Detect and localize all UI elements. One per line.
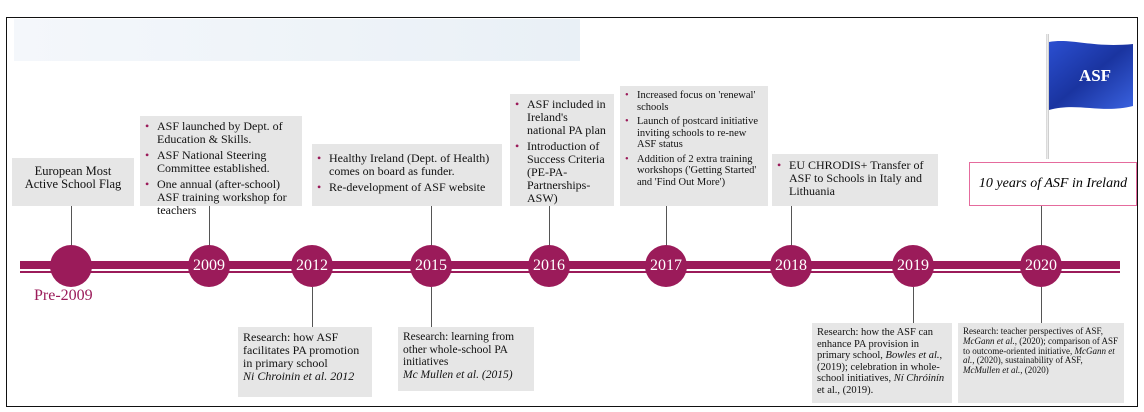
research-2020-c1: McGann et al. — [963, 335, 1015, 346]
research-2012-citation: Ni Chroinin et al. 2012 — [243, 369, 355, 383]
note-2017: Increased focus on 'renewal' schools Lau… — [620, 86, 768, 206]
research-2019-t3: et al., (2019). — [817, 384, 874, 396]
note-2015-item: Healthy Ireland (Dept. of Health) comes … — [317, 152, 497, 178]
connector — [913, 287, 914, 323]
year-node-2020: 2020 — [1020, 245, 1062, 287]
research-2019-c1: Bowles et al. — [885, 350, 940, 361]
research-2012: Research: how ASF facilitates PA promoti… — [238, 327, 372, 397]
research-2020-c3: McMullen et al. — [963, 365, 1021, 376]
note-2016: ASF included in Ireland's national PA pl… — [510, 94, 614, 206]
figure-border — [6, 17, 1138, 407]
connector — [431, 206, 432, 248]
flag-pole — [1046, 34, 1049, 159]
research-2020-t2: , (2020); comparison of ASF to outcome-o… — [963, 335, 1118, 356]
timeline-bar — [20, 261, 1120, 269]
note-2017-item: Launch of postcard initiative inviting s… — [625, 116, 763, 151]
research-2019-t2: , (2019); celebration in whole-school in… — [817, 350, 943, 384]
timeline-bar-underline — [20, 271, 1120, 273]
note-2018: EU CHRODIS+ Transfer of ASF to Schools i… — [772, 154, 938, 206]
research-2019-c2: Ní Chróinín — [893, 373, 945, 384]
note-2017-item: Addition of 2 extra training workshops (… — [625, 154, 763, 189]
year-node-2012: 2012 — [291, 245, 333, 287]
research-2020-t3: , (2020), sustainability of ASF, — [972, 355, 1083, 366]
year-node-2015: 2015 — [410, 245, 452, 287]
note-2018-item: EU CHRODIS+ Transfer of ASF to Schools i… — [777, 159, 933, 198]
note-2009-item: One annual (after-school) ASF training w… — [145, 178, 297, 217]
connector — [312, 287, 313, 327]
connector — [209, 206, 210, 248]
flag-label: ASF — [1079, 66, 1111, 85]
note-2016-item: ASF included in Ireland's national PA pl… — [515, 98, 609, 137]
connector — [1041, 287, 1042, 323]
pre2009-label: Pre-2009 — [34, 287, 93, 304]
research-2015: Research: learning from other whole-scho… — [398, 327, 534, 391]
year-node-2016: 2016 — [528, 245, 570, 287]
year-node-2017: 2017 — [645, 245, 687, 287]
research-2019: Research: how the ASF can enhance PA pro… — [812, 323, 952, 403]
connector — [666, 206, 667, 248]
year-node-2009: 2009 — [188, 245, 230, 287]
research-2019-t1: Research: how the ASF can enhance PA pro… — [817, 327, 934, 361]
note-2009-item: ASF National Steering Committee establis… — [145, 149, 297, 175]
note-2015: Healthy Ireland (Dept. of Health) comes … — [312, 144, 502, 206]
header-band — [14, 19, 580, 61]
year-node-2019: 2019 — [892, 245, 934, 287]
connector — [71, 206, 72, 248]
note-2009: ASF launched by Dept. of Education & Ski… — [140, 116, 302, 217]
research-2015-citation: Mc Mullen et al. (2015) — [403, 368, 513, 381]
connector — [549, 206, 550, 248]
year-node-2018: 2018 — [770, 245, 812, 287]
anniversary-highlight: 10 years of ASF in Ireland — [969, 162, 1137, 206]
research-2020-c2: McGann et al. — [963, 345, 1115, 366]
research-2020: Research: teacher perspectives of ASF, M… — [958, 323, 1124, 403]
note-2016-item: Introduction of Success Criteria (PE-PA-… — [515, 140, 609, 205]
connector — [1041, 206, 1042, 248]
research-2012-text: Research: how ASF facilitates PA promoti… — [243, 330, 360, 370]
connector — [431, 287, 432, 327]
note-2017-item: Increased focus on 'renewal' schools — [625, 90, 763, 113]
note-pre2009: European Most Active School Flag — [12, 158, 134, 206]
research-2015-text: Research: learning from other whole-scho… — [403, 331, 515, 368]
connector — [791, 206, 792, 248]
note-2009-item: ASF launched by Dept. of Education & Ski… — [145, 120, 297, 146]
research-2020-t1: Research: teacher perspectives of ASF, — [963, 326, 1103, 336]
asf-flag-icon: ASF — [1049, 41, 1133, 110]
pre2009-node — [50, 245, 92, 287]
research-2020-t4: , (2020) — [1020, 365, 1049, 376]
note-2015-item: Re-development of ASF website — [317, 181, 497, 195]
